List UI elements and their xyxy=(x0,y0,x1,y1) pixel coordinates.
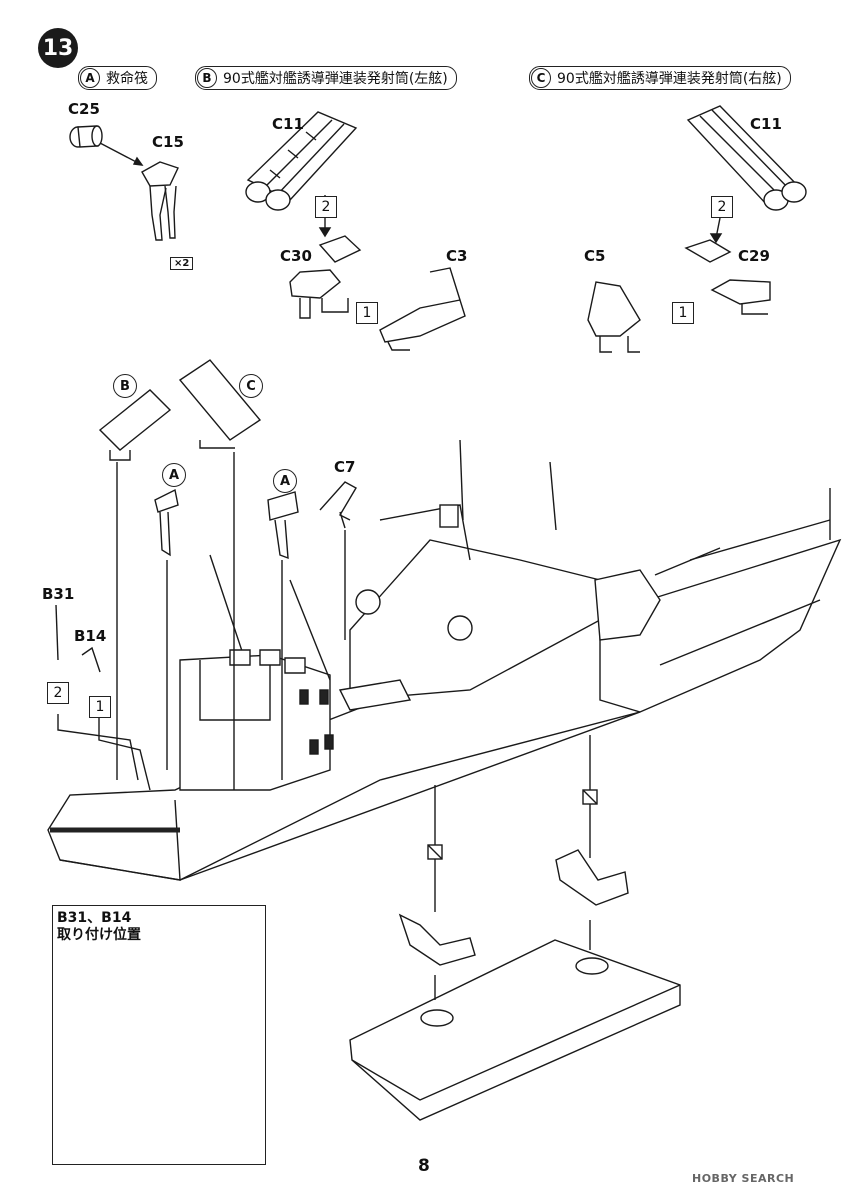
launcher-base-c30 xyxy=(289,235,362,319)
step-number-badge: 13 xyxy=(38,28,78,68)
header-b-key: B xyxy=(197,68,217,88)
page-number: 8 xyxy=(418,1156,430,1176)
sequence-box-ship-1: 1 xyxy=(89,696,111,718)
sequence-box-b-2: 2 xyxy=(315,196,337,218)
step-number: 13 xyxy=(42,35,74,61)
part-label-c11-left: C11 xyxy=(272,115,304,133)
ship-launcher-c xyxy=(178,359,262,449)
sequence-box-ship-2: 2 xyxy=(47,682,69,704)
display-stand xyxy=(349,735,681,1121)
header-b-label: 90式艦対艦誘導弾連装発射筒(左舷) xyxy=(223,71,448,87)
part-label-c15: C15 xyxy=(152,133,184,151)
ship-raft-a2 xyxy=(267,491,299,560)
b31-b14-parts xyxy=(55,604,101,673)
ship-c7-part xyxy=(319,481,357,529)
launcher-base-c29 xyxy=(684,239,771,315)
raft-cradle-part xyxy=(141,161,179,241)
callout-c: C xyxy=(239,374,263,398)
life-raft-canister-part xyxy=(69,125,103,148)
inset-title: B31、B14 取り付け位置 xyxy=(57,910,141,944)
header-a-key: A xyxy=(80,68,100,88)
part-label-c30: C30 xyxy=(280,247,312,265)
launcher-base-c5 xyxy=(587,281,641,353)
detail-inset: B31、B14 取り付け位置 xyxy=(52,905,266,1165)
part-label-c7: C7 xyxy=(334,458,356,476)
header-a: A 救命筏 xyxy=(78,66,157,90)
ship-raft-a1 xyxy=(154,488,179,557)
ship-launcher-b xyxy=(98,389,172,461)
inset-title-caption: 取り付け位置 xyxy=(57,927,141,943)
callout-b: B xyxy=(113,374,137,398)
missile-launcher-left-part xyxy=(245,111,358,211)
header-c-label: 90式艦対艦誘導弾連装発射筒(右舷) xyxy=(557,71,782,87)
header-b: B 90式艦対艦誘導弾連装発射筒(左舷) xyxy=(195,66,457,90)
sequence-box-c-1: 1 xyxy=(672,302,694,324)
inset-title-parts: B31、B14 xyxy=(57,910,132,926)
watermark: HOBBY SEARCH xyxy=(692,1172,795,1185)
missile-launcher-right-part xyxy=(686,105,807,211)
quantity-badge: ×2 xyxy=(170,257,194,270)
part-label-c25: C25 xyxy=(68,100,100,118)
header-a-label: 救命筏 xyxy=(106,71,148,87)
callout-a-2: A xyxy=(273,469,297,493)
part-label-c5: C5 xyxy=(584,247,606,265)
ship-superstructure xyxy=(179,439,831,791)
header-c: C 90式艦対艦誘導弾連装発射筒(右舷) xyxy=(529,66,791,90)
part-label-b31: B31 xyxy=(42,585,75,603)
launcher-base-c3 xyxy=(379,267,466,351)
sequence-box-c-2: 2 xyxy=(711,196,733,218)
part-label-c3: C3 xyxy=(446,247,468,265)
part-label-c11-right: C11 xyxy=(750,115,782,133)
part-label-c29: C29 xyxy=(738,247,770,265)
part-label-b14: B14 xyxy=(74,627,107,645)
sequence-box-b-1: 1 xyxy=(356,302,378,324)
header-c-key: C xyxy=(531,68,551,88)
callout-a-1: A xyxy=(162,463,186,487)
